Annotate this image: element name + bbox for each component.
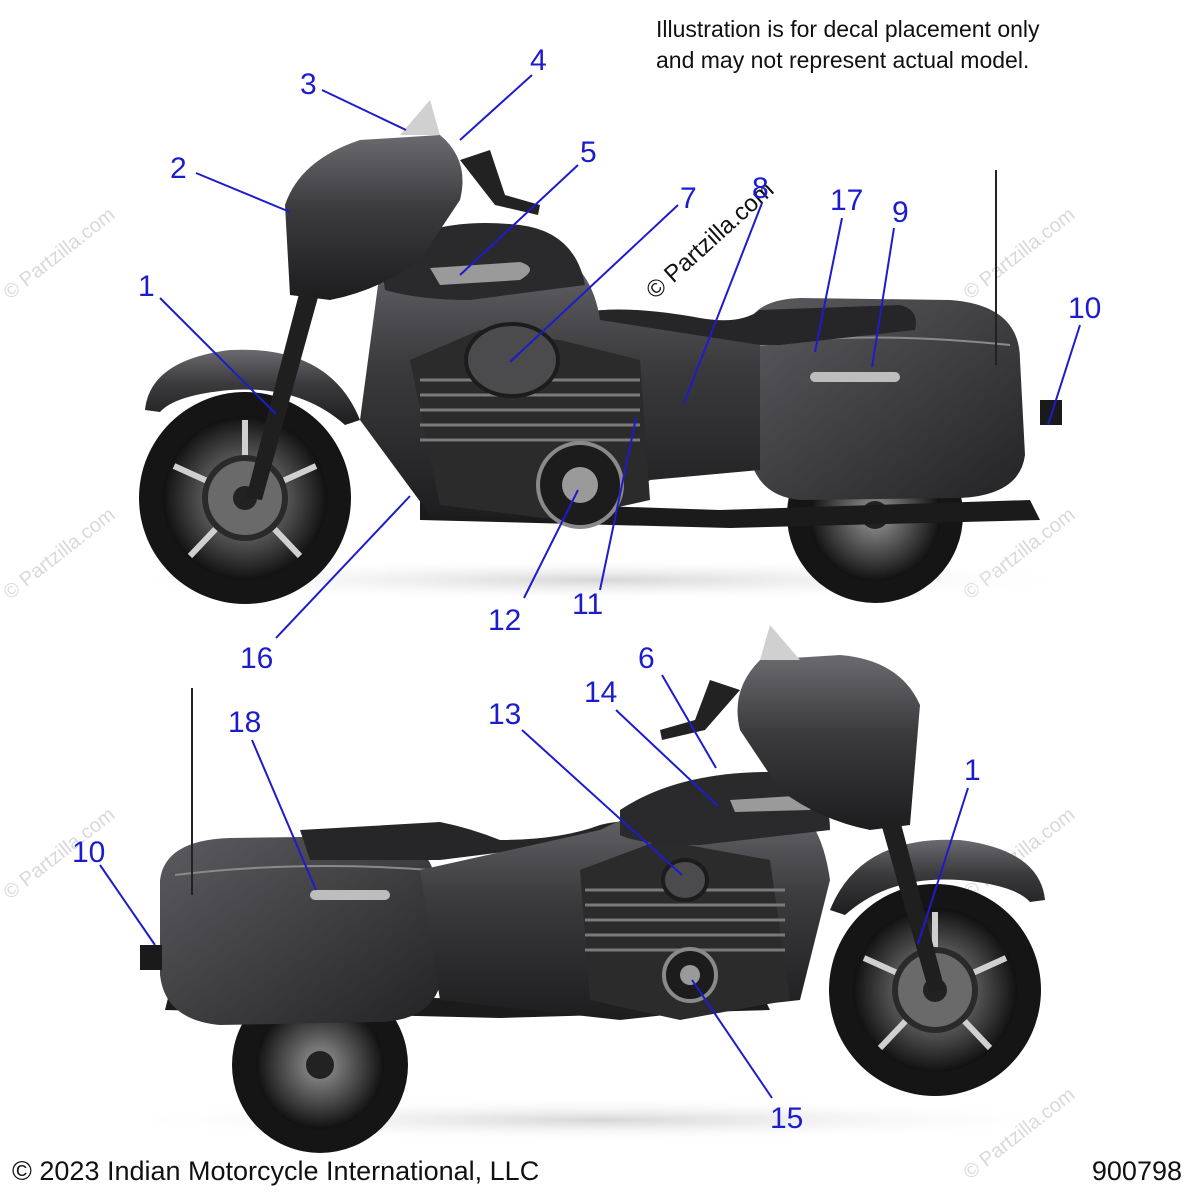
leader-line-2 bbox=[195, 172, 291, 213]
callout-number: 11 bbox=[572, 588, 603, 621]
callout-number: 10 bbox=[72, 836, 105, 869]
leader-line-17 bbox=[814, 217, 843, 353]
leader-line-5 bbox=[459, 164, 579, 276]
leader-line-8 bbox=[683, 202, 763, 404]
callout-number: 13 bbox=[488, 698, 521, 731]
leader-line-3 bbox=[321, 89, 407, 131]
callout-number: 5 bbox=[580, 136, 597, 169]
leader-line-9 bbox=[871, 227, 895, 368]
leader-line-7 bbox=[509, 204, 679, 363]
callout-number: 12 bbox=[488, 604, 521, 637]
callout-numbers: 1 2 3 4 5 7 8 9 10 11 12 16 17 1 6 10 13… bbox=[72, 44, 1101, 1135]
callout-number: 17 bbox=[830, 184, 863, 217]
leader-line-13 bbox=[521, 729, 683, 876]
leader-line-12 bbox=[523, 489, 579, 599]
engine bbox=[410, 322, 650, 529]
callout-number: 8 bbox=[752, 172, 769, 205]
leader-line-15 bbox=[691, 979, 773, 1099]
leader-line-18 bbox=[251, 739, 317, 891]
watermark-text: © Partzilla.com bbox=[0, 204, 119, 304]
watermark-text: © Partzilla.com bbox=[960, 204, 1080, 304]
motorcycle-right-side-view bbox=[100, 625, 1100, 1153]
callout-number: 14 bbox=[584, 676, 617, 709]
leader-line-1-top bbox=[159, 297, 277, 415]
leader-line-10-bottom bbox=[99, 864, 156, 946]
watermark-text: © Partzilla.com bbox=[0, 504, 119, 604]
callout-number: 4 bbox=[530, 44, 547, 77]
leader-line-1-bottom bbox=[917, 787, 969, 945]
engine bbox=[580, 840, 790, 1020]
callout-number: 7 bbox=[680, 182, 697, 215]
leader-line-14 bbox=[615, 709, 719, 807]
leader-line-4 bbox=[459, 74, 533, 141]
front-wheel bbox=[139, 392, 351, 604]
callout-number: 9 bbox=[892, 196, 909, 229]
disclaimer-line-2: and may not represent actual model. bbox=[656, 47, 1030, 73]
callout-number: 16 bbox=[240, 642, 273, 675]
callout-number: 18 bbox=[228, 706, 261, 739]
callout-number: 15 bbox=[770, 1102, 803, 1135]
callout-number: 10 bbox=[1068, 292, 1101, 325]
disclaimer-note: Illustration is for decal placement only… bbox=[656, 14, 1040, 76]
callout-number: 6 bbox=[638, 642, 655, 675]
motorcycle-left-side-view bbox=[100, 100, 1100, 604]
leader-line-16 bbox=[275, 495, 411, 639]
callout-number: 1 bbox=[964, 754, 981, 787]
leader-line-6 bbox=[661, 674, 717, 769]
leader-line-11 bbox=[599, 417, 637, 591]
callout-number: 1 bbox=[138, 270, 155, 303]
leader-line-10-top bbox=[1047, 324, 1081, 426]
disclaimer-line-1: Illustration is for decal placement only bbox=[656, 16, 1040, 42]
copyright-notice: © 2023 Indian Motorcycle International, … bbox=[12, 1156, 540, 1186]
callout-number: 3 bbox=[300, 68, 317, 101]
leader-lines bbox=[99, 74, 1081, 1099]
callout-number: 2 bbox=[170, 152, 187, 185]
diagram-number: 900798 bbox=[1091, 1156, 1182, 1186]
